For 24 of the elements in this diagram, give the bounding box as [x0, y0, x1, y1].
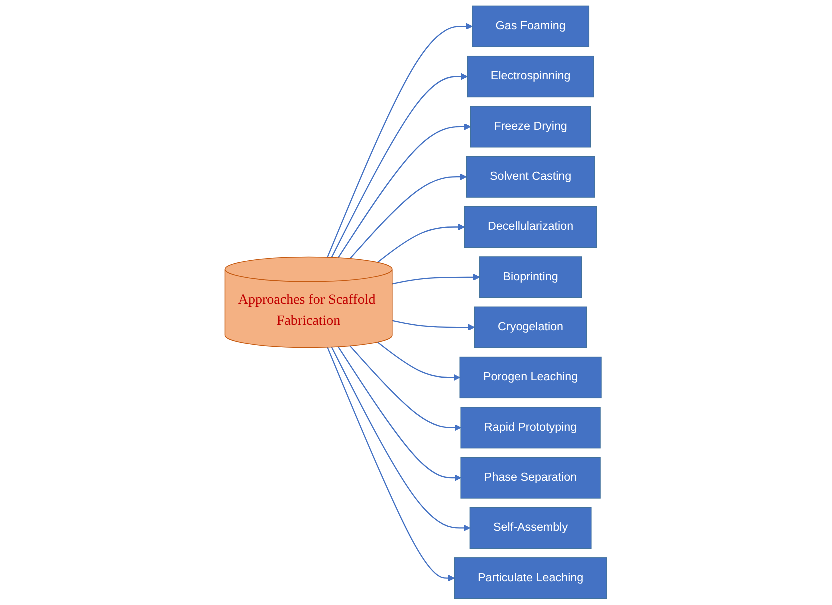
arrow [377, 224, 465, 264]
arrow [326, 347, 455, 582]
node-box: Bioprinting [479, 256, 582, 298]
arrow [350, 346, 462, 432]
node-box: Particulate Leaching [454, 558, 608, 600]
node-box: Porogen Leaching [460, 356, 602, 399]
arrow [331, 73, 468, 258]
node-box: Rapid Prototyping [460, 407, 601, 449]
arrow [377, 342, 460, 382]
node-box: Self-Assembly [470, 507, 592, 549]
node-box: Decellularization [464, 206, 598, 248]
node-box: Solvent Casting [466, 156, 596, 198]
arrow [392, 274, 480, 285]
node-box: Freeze Drying [470, 106, 592, 148]
node-box: Gas Foaming [472, 6, 590, 48]
arrow [326, 23, 473, 258]
arrow [338, 346, 462, 482]
node-box: Phase Separation [460, 457, 601, 499]
node-box: Electrospinning [467, 56, 594, 98]
arrow [350, 174, 467, 260]
arrow [331, 347, 470, 532]
arrow [392, 320, 475, 331]
node-box: Cryogelation [474, 306, 588, 348]
arrow [338, 124, 472, 258]
